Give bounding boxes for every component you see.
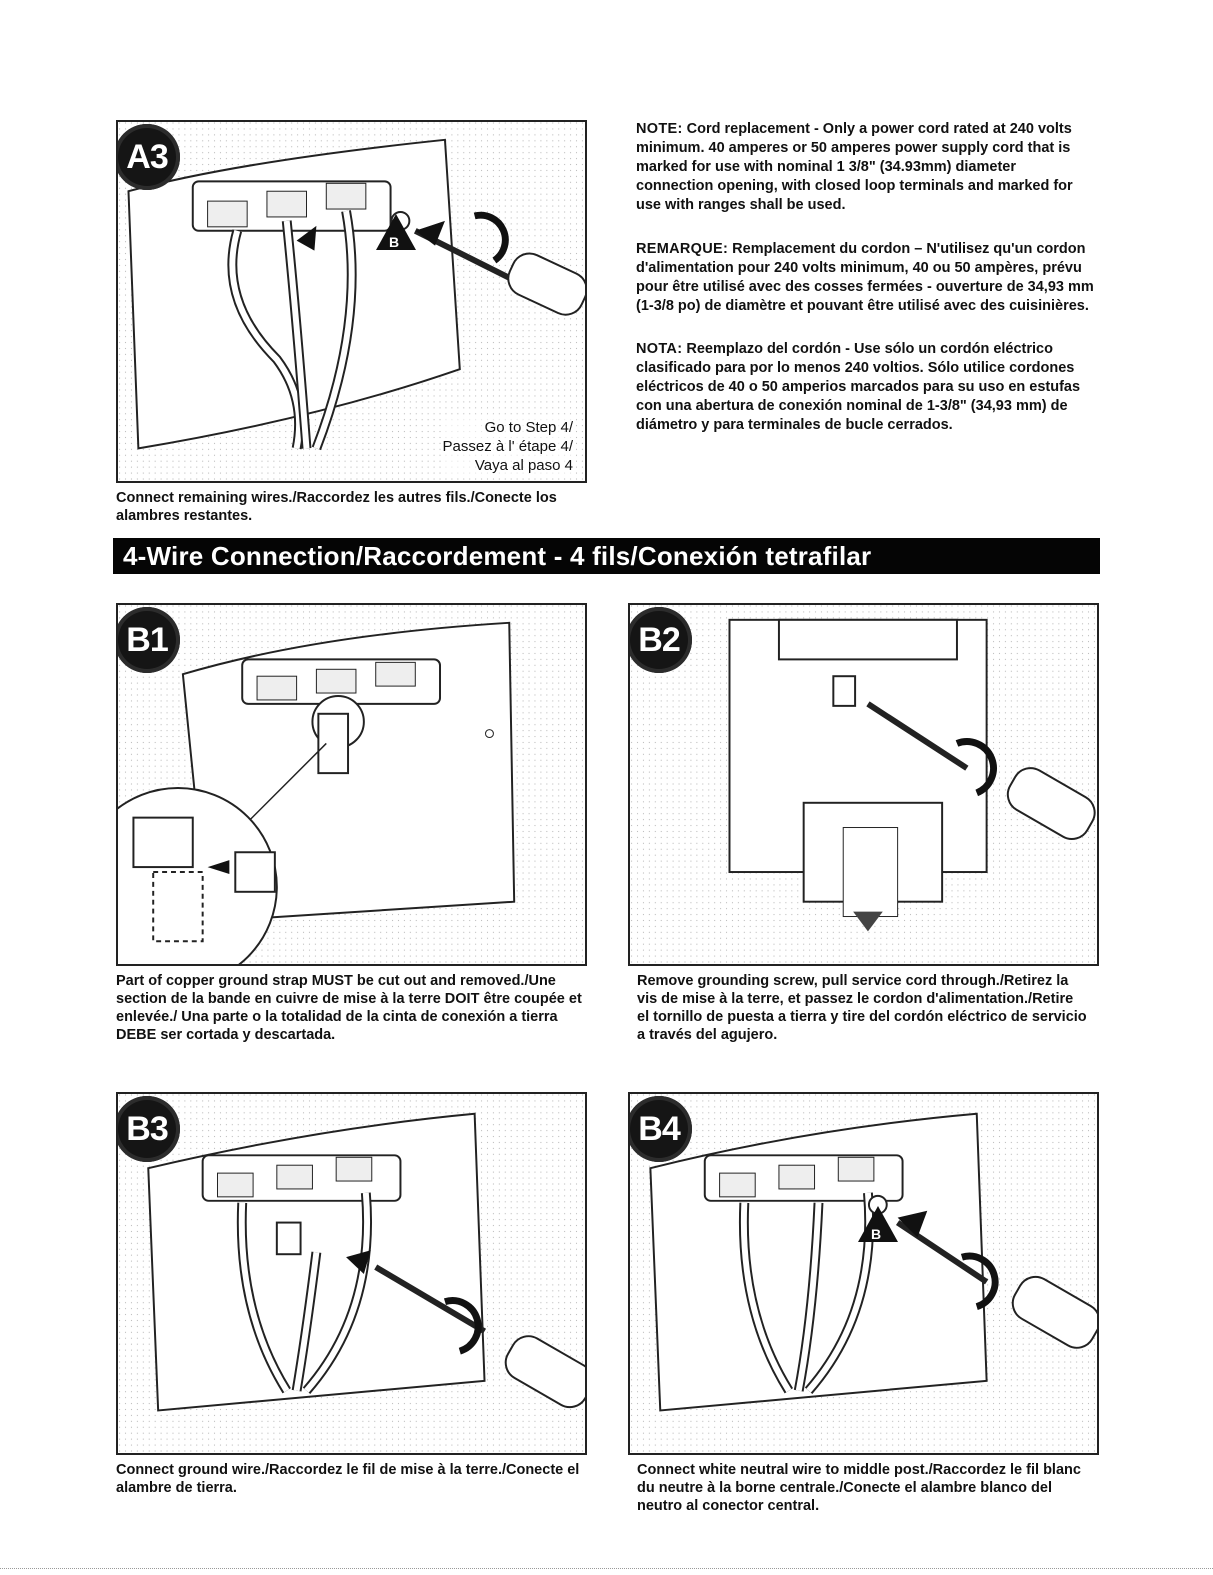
step-badge: B4 — [630, 1096, 692, 1162]
callout-b-label: B — [389, 234, 400, 250]
step-badge: A3 — [118, 124, 180, 190]
note-label: REMARQUE: — [636, 241, 729, 257]
figure-b2: B2 — [628, 603, 1099, 966]
goto-step: Go to Step 4/ Passez à l' étape 4/ Vaya … — [442, 418, 573, 475]
figure-b1: B1 — [116, 603, 587, 966]
step-badge: B3 — [118, 1096, 180, 1162]
note-label: NOTA: — [636, 341, 683, 357]
goto-es: Vaya al paso 4 — [474, 457, 573, 474]
figure-b4: B4 B — [628, 1092, 1099, 1455]
callout-b-label: B — [871, 1226, 882, 1242]
ground-wire-illustration — [118, 1094, 585, 1453]
caption-a3: Connect remaining wires./Raccordez les a… — [116, 490, 557, 524]
figure-b3: B3 — [116, 1092, 587, 1455]
caption-b1: Part of copper ground strap MUST be cut … — [116, 973, 582, 1043]
section-banner: 4-Wire Connection/Raccordement - 4 fils/… — [113, 538, 1100, 574]
neutral-wire-illustration — [630, 1094, 1097, 1453]
goto-fr: Passez à l' étape 4/ — [442, 438, 573, 455]
caption-b2: Remove grounding screw, pull service cor… — [637, 973, 1087, 1043]
note-text: Cord replacement - Only a power cord rat… — [636, 121, 1073, 213]
callout-b-icon — [858, 1206, 898, 1242]
page-bottom-rule — [0, 1568, 1213, 1569]
callout-b-icon — [376, 214, 416, 250]
note-text: Reemplazo del cordón - Use sólo un cordó… — [636, 341, 1081, 433]
figure-a3: A3 B Go to Step 4/ Passez à l' étape 4/ … — [116, 120, 587, 483]
step-badge: B1 — [118, 607, 180, 673]
terminal-block-illustration — [118, 122, 585, 481]
note-label: NOTE: — [636, 121, 683, 137]
note-fr: REMARQUE: Remplacement du cordon – N'uti… — [636, 240, 1096, 316]
note-text: Remplacement du cordon – N'utilisez qu'u… — [636, 241, 1094, 314]
caption-b4: Connect white neutral wire to middle pos… — [637, 1462, 1081, 1514]
note-es: NOTA: Reemplazo del cordón - Use sólo un… — [636, 340, 1096, 435]
ground-strap-illustration — [118, 605, 585, 964]
step-badge: B2 — [630, 607, 692, 673]
note-en: NOTE: Cord replacement - Only a power co… — [636, 120, 1096, 215]
grounding-screw-illustration — [630, 605, 1097, 964]
caption-b3: Connect ground wire./Raccordez le fil de… — [116, 1462, 580, 1496]
goto-en: Go to Step 4/ — [484, 419, 573, 436]
